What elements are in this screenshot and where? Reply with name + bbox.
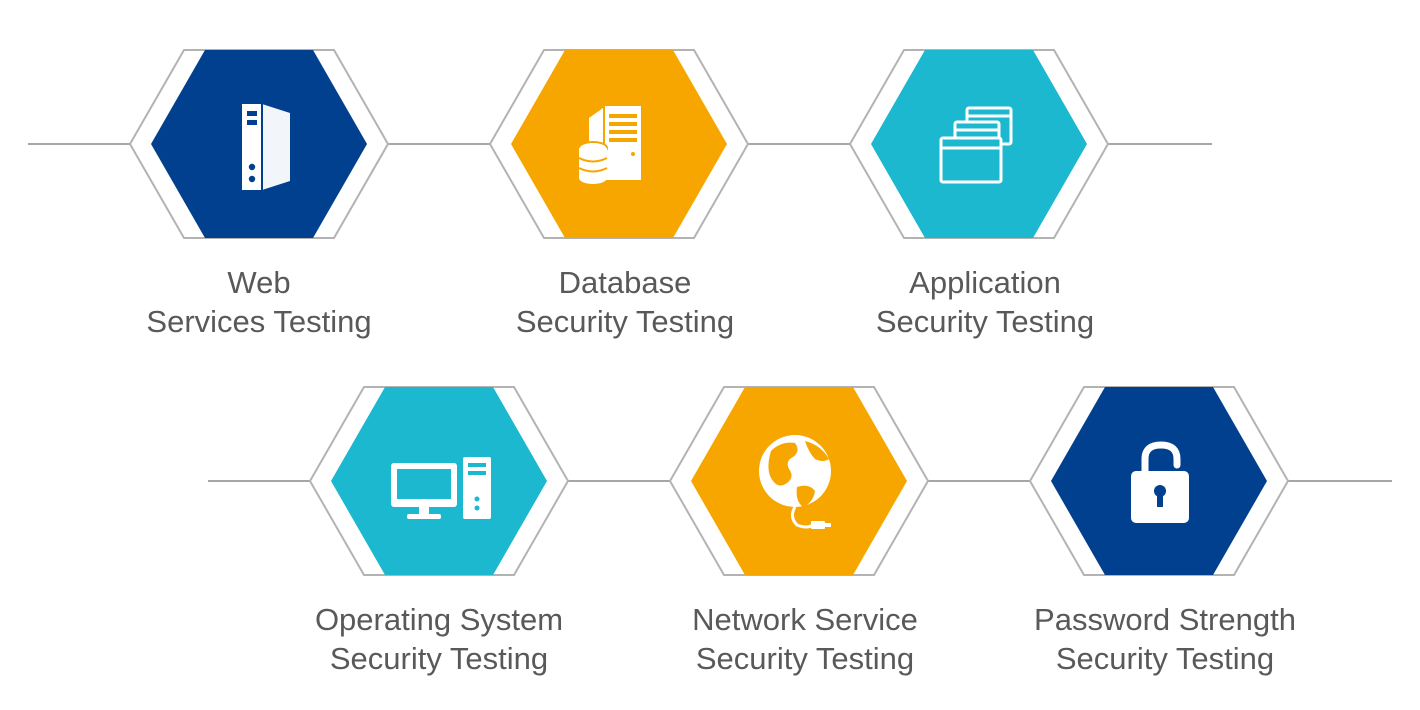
node-operating-system [308, 386, 570, 576]
label-operating-system: Operating System Security Testing [259, 600, 619, 678]
label-network-service: Network Service Security Testing [625, 600, 985, 678]
label-application: Application Security Testing [805, 263, 1165, 341]
label-line-1: Application [909, 265, 1061, 300]
label-line-1: Database [558, 265, 692, 300]
padlock-open-icon [1131, 441, 1189, 523]
desktop-computer-icon [391, 457, 491, 519]
label-line-2: Security Testing [875, 304, 1095, 339]
label-line-2: Services Testing [146, 304, 372, 339]
label-line-2: Security Testing [515, 304, 735, 339]
label-password-strength: Password Strength Security Testing [985, 600, 1345, 678]
node-database [488, 49, 750, 239]
label-database: Database Security Testing [445, 263, 805, 341]
label-line-1: Operating System [314, 602, 564, 637]
app-windows-icon [939, 106, 1013, 184]
node-application [848, 49, 1110, 239]
hexagon-outline [308, 386, 570, 576]
hexagon-outline [128, 49, 390, 239]
server-tower-icon [242, 104, 290, 190]
globe-network-icon [759, 435, 831, 529]
hexagon-outline [848, 49, 1110, 239]
label-line-1: Password Strength [1034, 602, 1296, 637]
hexagon-outline [668, 386, 930, 576]
label-web-services: Web Services Testing [79, 263, 439, 341]
hexagon-outline [488, 49, 750, 239]
hexagon-outline [1028, 386, 1290, 576]
node-password-strength [1028, 386, 1290, 576]
label-line-2: Security Testing [1055, 641, 1275, 676]
label-line-1: Network Service [692, 602, 918, 637]
database-server-icon [578, 106, 641, 184]
label-line-1: Web [227, 265, 291, 300]
node-web-services [128, 49, 390, 239]
label-line-2: Security Testing [329, 641, 549, 676]
label-line-2: Security Testing [695, 641, 915, 676]
node-network-service [668, 386, 930, 576]
